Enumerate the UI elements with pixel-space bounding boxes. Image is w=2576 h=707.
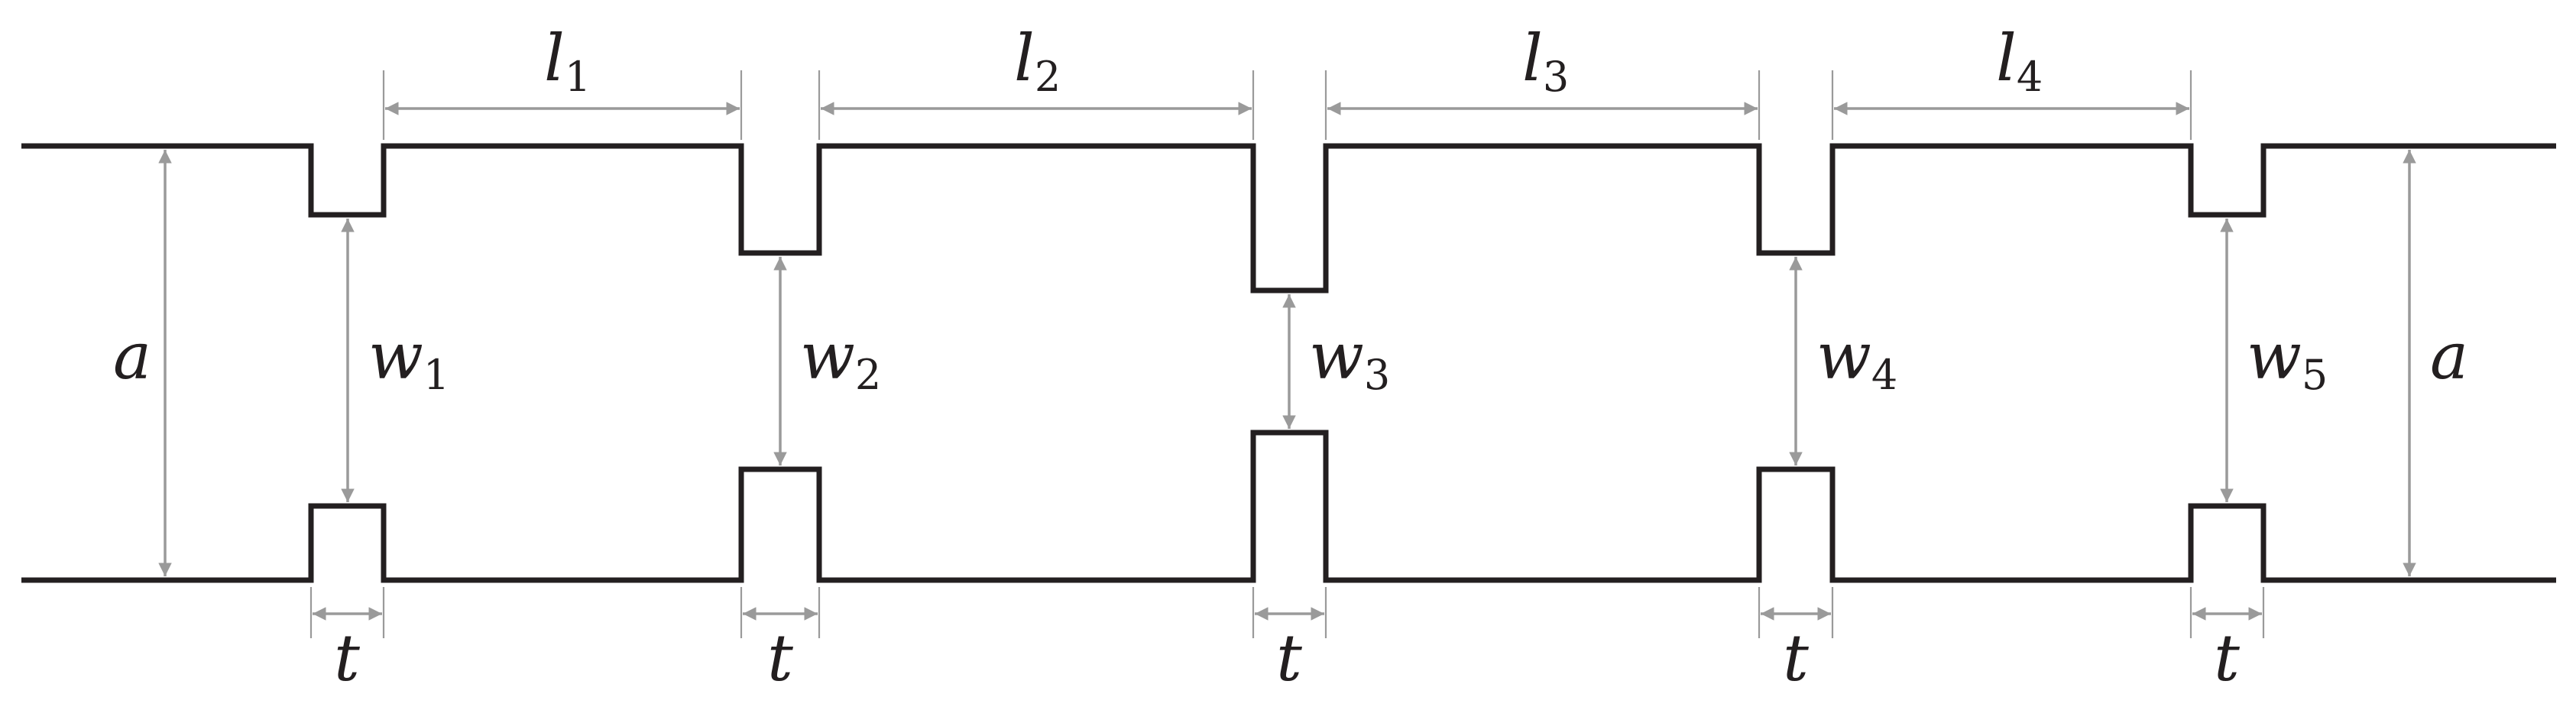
- thickness-label-1: t: [334, 621, 360, 696]
- iris-label-2: w2: [800, 319, 881, 399]
- gap-label-1: l1: [544, 21, 591, 101]
- iris-label-5: w5: [2247, 319, 2328, 399]
- thickness-label-3: t: [1276, 621, 1302, 696]
- thickness-label-5: t: [2214, 621, 2240, 696]
- height-label-right: a: [2430, 319, 2468, 394]
- iris-dimension-arrows: [341, 219, 2234, 502]
- top-wall: [21, 143, 2556, 294]
- height-dimension-arrows: [158, 150, 2416, 576]
- gap-label-2: l2: [1014, 21, 1061, 101]
- thickness-label-2: t: [767, 621, 793, 696]
- iris-label-1: w1: [368, 319, 449, 399]
- iris-label-4: w4: [1816, 319, 1897, 399]
- gap-label-3: l3: [1522, 21, 1569, 101]
- bottom-wall: [21, 430, 2556, 583]
- thickness-label-4: t: [1783, 621, 1809, 696]
- top-extension-lines: [382, 70, 2192, 140]
- bottom-extension-lines: [309, 587, 2265, 638]
- height-label-left: a: [113, 319, 151, 394]
- iris-label-3: w3: [1309, 319, 1390, 399]
- gap-label-4: l4: [1996, 21, 2043, 101]
